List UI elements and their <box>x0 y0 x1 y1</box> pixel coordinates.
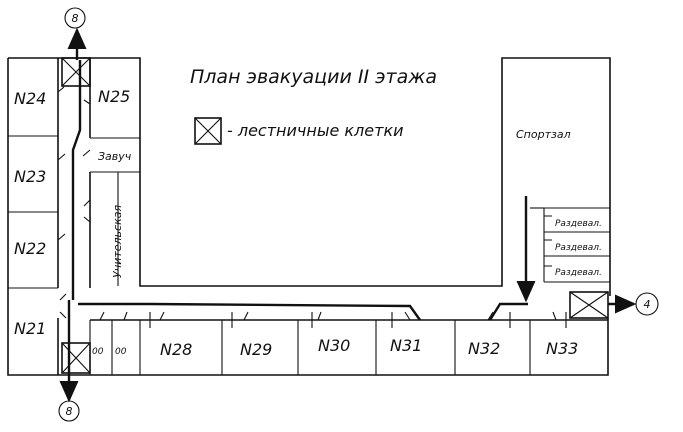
room-n28: N28 <box>160 340 192 359</box>
staircase-legend-icon <box>194 117 222 145</box>
room-n25: N25 <box>98 87 130 106</box>
room-small-1: 00 <box>92 347 104 357</box>
svg-text:8: 8 <box>66 405 73 418</box>
staircase-right-icon <box>569 291 609 319</box>
room-zavuch: Завуч <box>98 150 132 163</box>
svg-text:4: 4 <box>644 298 651 311</box>
left-wing-walls <box>8 58 140 375</box>
room-locker-2: Раздевал. <box>555 243 602 253</box>
staircase-top-icon <box>61 57 91 87</box>
outer-walls <box>7 57 611 376</box>
room-n22: N22 <box>14 239 46 258</box>
room-labels: N24 N25 Завуч N23 Учительская N22 N21 00… <box>14 87 602 359</box>
legend: - лестничные клетки <box>194 117 404 145</box>
room-locker-1: Раздевал. <box>555 219 602 229</box>
room-n23: N23 <box>14 167 46 186</box>
room-n29: N29 <box>240 340 272 359</box>
room-teachers: Учительская <box>111 205 124 278</box>
legend-text: - лестничные клетки <box>227 121 404 140</box>
room-n21: N21 <box>14 319 46 338</box>
room-n30: N30 <box>318 336 350 355</box>
room-n32: N32 <box>468 339 500 358</box>
room-gym: Спортзал <box>516 128 571 141</box>
room-n33: N33 <box>546 339 578 358</box>
evacuation-routes <box>59 27 637 403</box>
door-marks <box>57 86 567 328</box>
exit-marker-bottom: 8 <box>58 400 80 422</box>
svg-text:8: 8 <box>72 12 79 25</box>
room-n31: N31 <box>390 336 422 355</box>
exit-marker-top: 8 <box>64 7 86 29</box>
room-locker-3: Раздевал. <box>555 268 602 278</box>
plan-title: План эвакуации II этажа <box>190 66 437 88</box>
exit-marker-right: 4 <box>635 292 659 316</box>
room-small-2: 00 <box>115 347 127 357</box>
gym-wing-walls <box>530 207 610 283</box>
room-n24: N24 <box>14 89 46 108</box>
staircase-bottom-icon <box>61 342 91 374</box>
